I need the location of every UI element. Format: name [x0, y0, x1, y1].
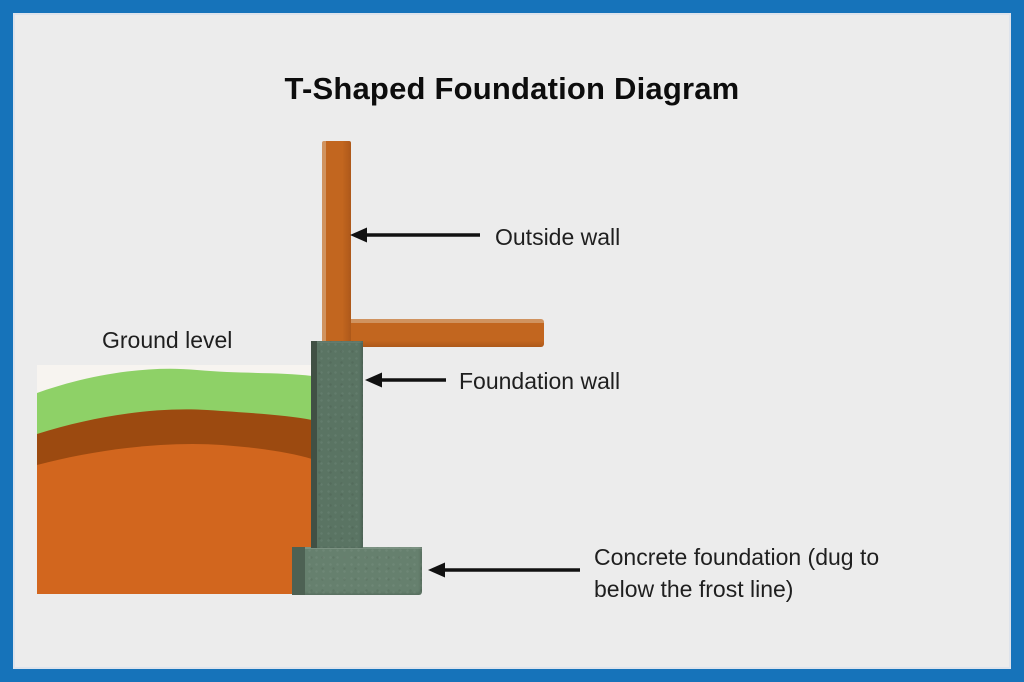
concrete-foundation-arrow: [428, 560, 582, 580]
outside-wall-arrow: [350, 225, 483, 245]
outside-wall-label: Outside wall: [495, 224, 621, 250]
ground-cross-section: [37, 365, 312, 594]
foundation-wall-arrow: [365, 370, 448, 390]
outside-wall-shape: [322, 141, 351, 347]
subsoil-layer: [37, 443, 312, 594]
ground-level-label: Ground level: [102, 327, 233, 353]
ground-illustration: [37, 365, 312, 594]
concrete-foundation-label: Concrete foundation (dug to below the fr…: [594, 544, 880, 602]
page-title: T-Shaped Foundation Diagram: [284, 71, 740, 106]
foundation-wall-shape: [311, 341, 363, 548]
concrete-footing-shape: [292, 547, 422, 595]
foundation-wall-label: Foundation wall: [459, 368, 621, 394]
